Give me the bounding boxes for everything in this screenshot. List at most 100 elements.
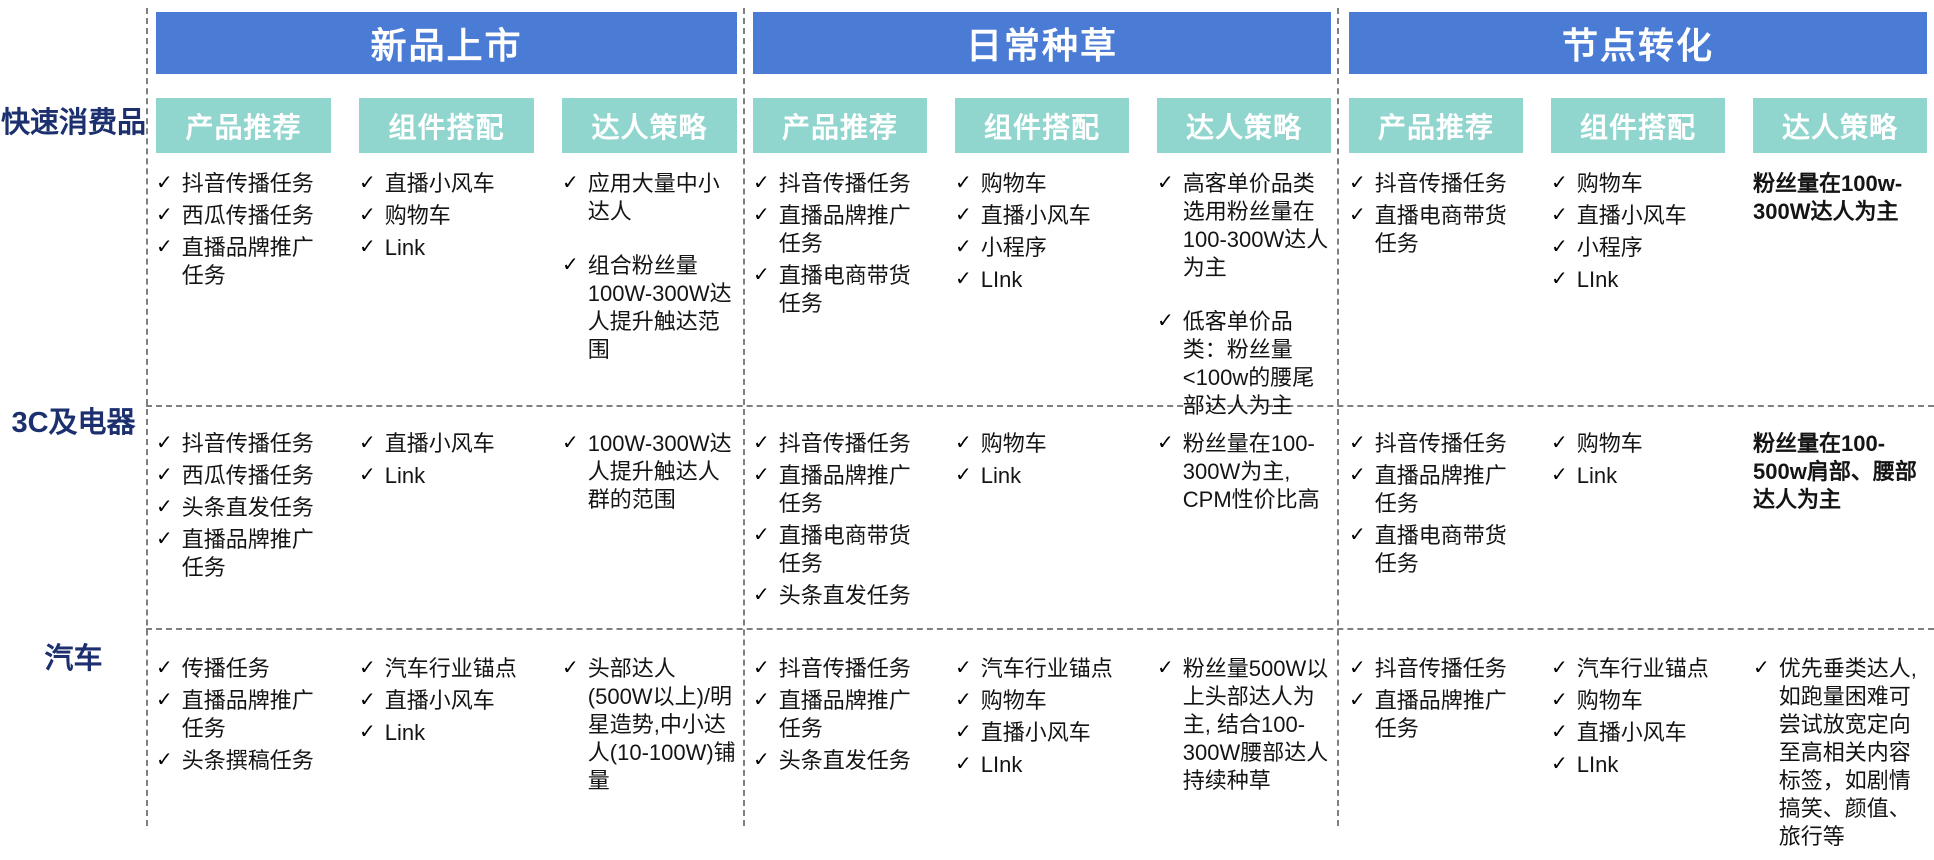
strategy-column-product-recommendation: 产品推荐✓抖音传播任务✓西瓜传播任务✓直播品牌推广任务✓抖音传播任务✓西瓜传播任…: [156, 98, 331, 860]
check-icon: ✓: [753, 523, 770, 546]
list-item: ✓ 抖音传播任务: [156, 170, 331, 198]
strategy-cell-3c-electronics-influencer-strategy: 粉丝量在100-500w肩部、腰部达人为主: [1753, 405, 1927, 628]
check-icon: ✓: [1349, 172, 1366, 194]
strategy-cell-3c-electronics-component-matching: ✓ 直播小风车 ✓Link: [359, 405, 534, 628]
check-icon: ✓: [1349, 463, 1366, 486]
check-icon: ✓: [562, 657, 579, 679]
strategy-cell-fmcg-product-recommendation: ✓抖音传播任务✓西瓜传播任务✓直播品牌推广任务: [156, 153, 331, 405]
list-item-text: 粉丝量在100w-300W达人为主: [1753, 171, 1903, 224]
check-icon: ✓: [156, 172, 173, 194]
strategy-column-product-recommendation: 产品推荐✓抖音传播任务✓直播电商带货任务✓抖音传播任务✓直播品牌推广任务✓直播电…: [1349, 98, 1523, 860]
strategy-cell-fmcg-component-matching: ✓购物车✓直播小风车✓小程序✓LInk: [955, 153, 1129, 405]
list-item-text: 头部达人(500W以上)/明星造势,中小达人(10-100W)铺量: [587, 656, 736, 793]
strategy-column-component-matching: 组件搭配✓购物车✓直播小风车✓小程序✓LInk✓购物车✓Link✓汽车行业锚点✓…: [955, 98, 1129, 860]
list-item: ✓LInk: [1551, 751, 1725, 779]
list-item-text: 直播小风车: [384, 431, 495, 456]
list-item: ✓购物车: [955, 687, 1129, 715]
list-item: ✓组合粉丝量100W-300W达人提升触达范围: [562, 252, 737, 364]
strategy-column-component-matching: 组件搭配✓直播小风车✓购物车✓Link✓直播小风车✓Link✓汽车行业锚点✓直播…: [359, 98, 534, 860]
check-icon: ✓: [1349, 688, 1366, 711]
list-item: ✓ 直播品牌推广任务: [1349, 462, 1523, 518]
list-item-text: 汽车行业锚点: [384, 656, 517, 681]
list-item-text: 小程序: [980, 234, 1047, 260]
list-item: ✓ 直播品牌推广任务: [156, 234, 331, 290]
list-item: ✓头条直发任务: [753, 747, 927, 775]
list-item-text: 抖音传播任务: [181, 171, 314, 196]
list-item: ✓购物车: [955, 170, 1129, 198]
check-icon: ✓: [1349, 203, 1366, 226]
check-icon: ✓: [359, 463, 376, 486]
check-icon: ✓: [955, 657, 972, 679]
list-item: ✓直播电商带货任务: [753, 262, 927, 318]
list-item: ✓直播小风车: [359, 170, 534, 198]
list-item-text: 粉丝量在100-300W为主, CPM性价比高: [1182, 431, 1320, 512]
check-icon: ✓: [562, 172, 579, 194]
list-item-text: 直播品牌推广任务: [1374, 687, 1507, 741]
check-icon: ✓: [156, 203, 173, 226]
phase-group-new-product-launch: 新品上市产品推荐✓抖音传播任务✓西瓜传播任务✓直播品牌推广任务✓抖音传播任务✓西…: [156, 12, 737, 860]
list-item: ✓购物车: [359, 202, 534, 230]
list-item: ✓抖音传播任务: [1349, 430, 1523, 458]
check-icon: ✓: [1349, 523, 1366, 546]
check-icon: ✓: [955, 688, 972, 711]
check-icon: ✓: [359, 657, 376, 679]
check-icon: ✓: [1349, 657, 1366, 679]
check-icon: ✓: [1551, 688, 1568, 711]
list-item: 粉丝量在100-500w肩部、腰部达人为主: [1753, 430, 1927, 514]
list-item-text: 直播品牌推广任务: [778, 687, 911, 741]
check-icon: ✓: [359, 235, 376, 258]
list-item-text: 直播品牌推广任务: [181, 526, 314, 580]
list-item-text: 直播品牌推广任务: [1374, 462, 1507, 516]
list-item-text: 抖音传播任务: [778, 431, 911, 456]
list-item: ✓ 抖音传播任务: [1349, 655, 1523, 683]
strategy-cell-fmcg-influencer-strategy: ✓ 应用大量中小达人 ✓组合粉丝量100W-300W达人提升触达范围: [562, 153, 737, 405]
check-icon: ✓: [1753, 657, 1770, 679]
list-item: ✓LInk: [1551, 266, 1725, 294]
strategy-column-influencer-strategy: 达人策略✓高客单价品类选用粉丝量在100-300W达人为主✓低客单价品类：粉丝量…: [1157, 98, 1331, 860]
check-icon: ✓: [955, 172, 972, 194]
list-item-text: LInk: [1576, 751, 1619, 777]
strategy-cell-fmcg-product-recommendation: ✓抖音传播任务✓直播电商带货任务: [1349, 153, 1523, 405]
strategy-cell-3c-electronics-product-recommendation: ✓抖音传播任务✓直播品牌推广任务✓直播电商带货任务: [1349, 405, 1523, 628]
check-icon: ✓: [753, 688, 770, 711]
strategy-cell-3c-electronics-influencer-strategy: ✓ 粉丝量在100-300W为主, CPM性价比高: [1157, 405, 1331, 628]
phase-title: 新品上市: [156, 12, 737, 74]
list-item: ✓ 汽车行业锚点: [359, 655, 534, 683]
column-header-product-recommendation: 产品推荐: [753, 98, 927, 153]
check-icon: ✓: [562, 432, 579, 454]
list-item-text: 应用大量中小达人: [587, 171, 720, 224]
check-icon: ✓: [359, 688, 376, 711]
phase-group-node-conversion: 节点转化产品推荐✓抖音传播任务✓直播电商带货任务✓抖音传播任务✓直播品牌推广任务…: [1349, 12, 1927, 860]
list-item-text: 抖音传播任务: [1374, 656, 1507, 681]
list-item-text: 直播品牌推广任务: [181, 687, 314, 741]
strategy-cell-auto-influencer-strategy: ✓ 头部达人(500W以上)/明星造势,中小达人(10-100W)铺量: [562, 628, 737, 860]
list-item-text: LInk: [980, 266, 1023, 292]
list-item-text: 头条直发任务: [778, 747, 911, 773]
list-item-text: 直播品牌推广任务: [181, 234, 314, 288]
phase-columns: 产品推荐✓抖音传播任务✓直播电商带货任务✓抖音传播任务✓直播品牌推广任务✓直播电…: [1349, 98, 1927, 860]
check-icon: ✓: [1157, 172, 1174, 194]
list-item: ✓直播小风车: [1551, 202, 1725, 230]
check-icon: ✓: [955, 203, 972, 226]
list-item-text: 购物车: [1576, 687, 1643, 713]
phase-columns: 产品推荐✓抖音传播任务✓直播品牌推广任务✓直播电商带货任务✓抖音传播任务✓直播品…: [753, 98, 1331, 860]
list-item-text: 抖音传播任务: [181, 431, 314, 456]
list-item-text: 100W-300W达人提升触达人群的范围: [587, 431, 732, 512]
check-icon: ✓: [753, 583, 770, 606]
check-icon: ✓: [156, 235, 173, 258]
list-item-text: 高客单价品类选用粉丝量在100-300W达人为主: [1182, 171, 1329, 280]
check-icon: ✓: [1349, 432, 1366, 454]
list-item-text: 直播小风车: [384, 171, 495, 196]
check-icon: ✓: [1157, 432, 1174, 454]
list-item: ✓直播电商带货任务: [1349, 522, 1523, 578]
list-item: ✓直播小风车: [359, 687, 534, 715]
list-item-text: 直播品牌推广任务: [778, 202, 911, 256]
list-item: ✓ 直播品牌推广任务: [753, 202, 927, 258]
check-icon: ✓: [753, 203, 770, 226]
list-item: ✓头条直发任务: [753, 582, 927, 610]
dashed-divider-vertical: [743, 8, 745, 826]
strategy-column-influencer-strategy: 达人策略✓应用大量中小达人✓组合粉丝量100W-300W达人提升触达范围✓100…: [562, 98, 737, 860]
list-item-text: 购物车: [980, 431, 1047, 456]
list-item: ✓Link: [359, 462, 534, 490]
list-item-text: 低客单价品类：粉丝量<100w的腰尾部达人为主: [1182, 308, 1315, 418]
